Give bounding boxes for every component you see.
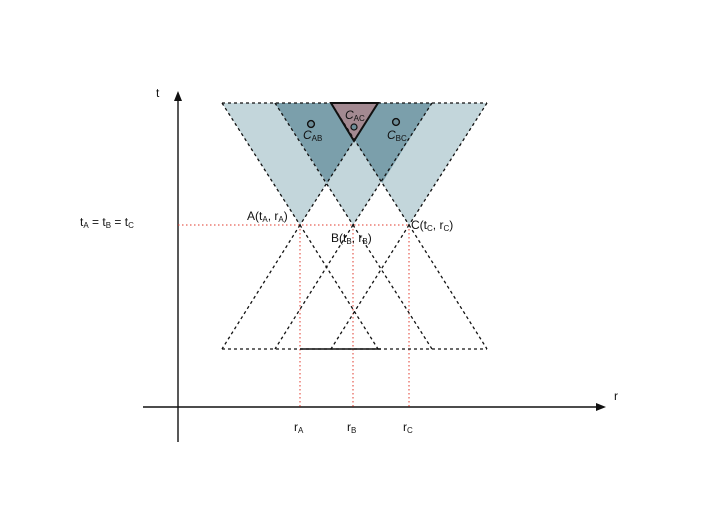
point-b-label: B(tB, rB): [331, 231, 372, 246]
r-b-tick-label: rB: [347, 420, 356, 435]
marker-ac: [350, 123, 358, 131]
triple-overlap-outline: [329, 102, 380, 143]
t-axis-arrowhead: [174, 91, 182, 101]
r-a-tick-label: rA: [294, 420, 304, 435]
marker-bc: [391, 117, 401, 127]
region-label-ac: CAC: [345, 108, 365, 123]
point-c-label: C(tC, rC): [411, 218, 453, 233]
r-axis-label: r: [614, 389, 618, 403]
cone-a-past-right: [299, 224, 379, 350]
triple-overlap-region-ac: [331, 103, 378, 141]
cone-c-future-right: [408, 102, 488, 226]
cone-a-future-left: [221, 102, 301, 226]
point-a-label: A(tA, rA): [247, 209, 288, 224]
cone-b-past-right: [352, 224, 433, 350]
region-label-ab: CAB: [303, 128, 322, 143]
guide-lines: [178, 224, 410, 407]
region-label-bc: CBC: [387, 128, 407, 143]
cone-b-past-left: [274, 224, 354, 350]
cone-b-future-left: [274, 102, 354, 226]
cone-c-past-left: [330, 224, 410, 350]
r-axis-arrowhead: [596, 403, 606, 411]
t-axis-label: t: [156, 86, 160, 100]
time-equality-label: tA = tB = tC: [80, 215, 134, 230]
r-c-tick-label: rC: [403, 420, 413, 435]
cone-c-past-right: [408, 224, 488, 350]
cone-a-past-left: [221, 224, 301, 350]
marker-ab: [306, 119, 316, 129]
cone-b-future-right: [352, 102, 433, 226]
